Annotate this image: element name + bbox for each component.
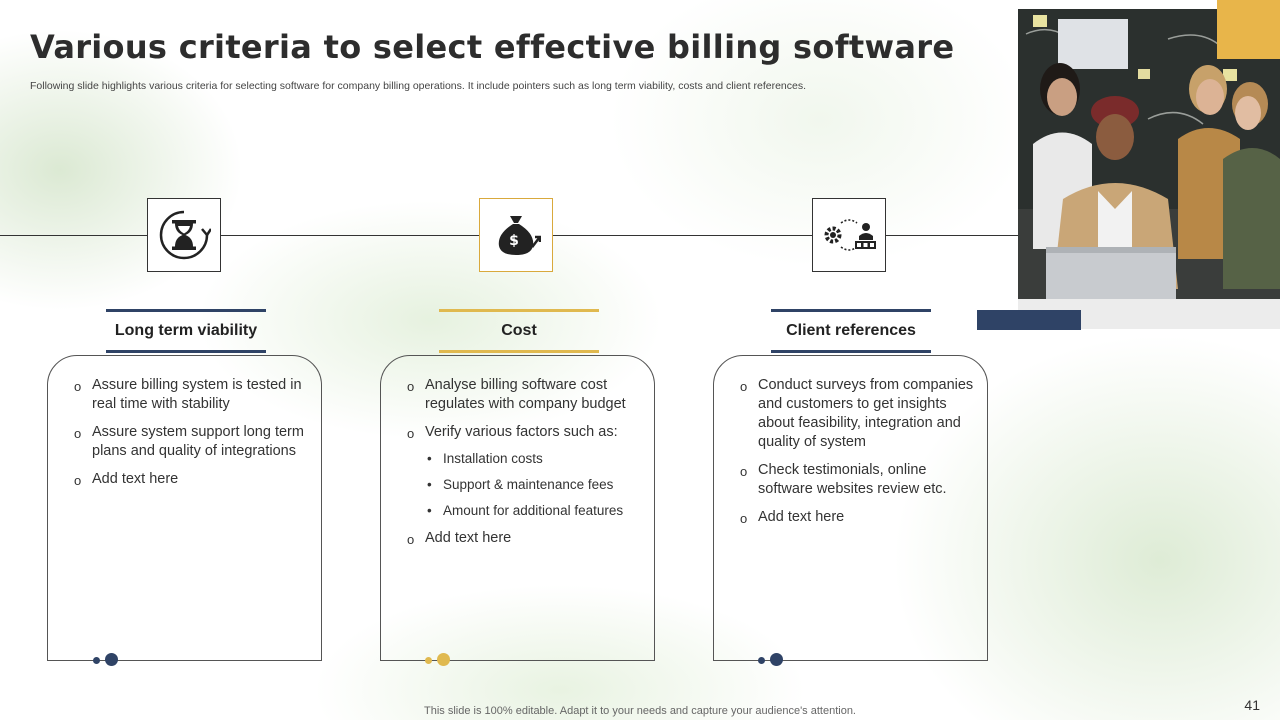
cost-points: Analyse billing software cost regulates … — [407, 376, 646, 549]
list-item: Add text here — [740, 508, 979, 528]
slide-subtitle: Following slide highlights various crite… — [30, 80, 807, 92]
list-item: Assure billing system is tested in real … — [74, 376, 313, 414]
sub-list-item: Installation costs — [425, 450, 646, 468]
dots-cost — [425, 652, 465, 668]
heading-references: Client references — [771, 309, 931, 353]
list-item: Add text here — [407, 529, 646, 549]
gold-accent-block — [1217, 0, 1280, 59]
card-references: Conduct surveys from companies and custo… — [713, 355, 988, 661]
icon-box-cost: $ — [479, 198, 553, 272]
list-item: Add text here — [74, 470, 313, 490]
list-item-text: Verify various factors such as: — [425, 424, 618, 440]
navy-accent-bar — [977, 310, 1081, 330]
sub-list-item: Amount for additional features — [425, 502, 646, 520]
gear-network-icon — [824, 219, 876, 251]
svg-text:$: $ — [509, 233, 519, 249]
list-item: Verify various factors such as: Installa… — [407, 423, 646, 520]
card-viability: Assure billing system is tested in real … — [47, 355, 322, 661]
footer-note: This slide is 100% editable. Adapt it to… — [424, 705, 856, 717]
dots-references — [758, 652, 798, 668]
money-bag-icon: $ — [498, 216, 541, 255]
dots-viability — [93, 652, 133, 668]
references-points: Conduct surveys from companies and custo… — [740, 376, 979, 528]
hourglass-icon — [159, 210, 211, 260]
heading-cost: Cost — [439, 309, 599, 353]
icon-box-references — [812, 198, 886, 272]
list-item: Check testimonials, online software webs… — [740, 461, 979, 499]
team-photo — [1018, 9, 1280, 329]
list-item: Assure system support long term plans an… — [74, 423, 313, 461]
card-cost: Analyse billing software cost regulates … — [380, 355, 655, 661]
sub-list-item: Support & maintenance fees — [425, 476, 646, 494]
heading-viability: Long term viability — [106, 309, 266, 353]
slide-title: Various criteria to select effective bil… — [30, 28, 955, 66]
list-item: Conduct surveys from companies and custo… — [740, 376, 979, 452]
icon-box-viability — [147, 198, 221, 272]
cost-subpoints: Installation costs Support & maintenance… — [425, 450, 646, 520]
page-number: 41 — [1244, 697, 1260, 713]
viability-points: Assure billing system is tested in real … — [74, 376, 313, 490]
list-item: Analyse billing software cost regulates … — [407, 376, 646, 414]
